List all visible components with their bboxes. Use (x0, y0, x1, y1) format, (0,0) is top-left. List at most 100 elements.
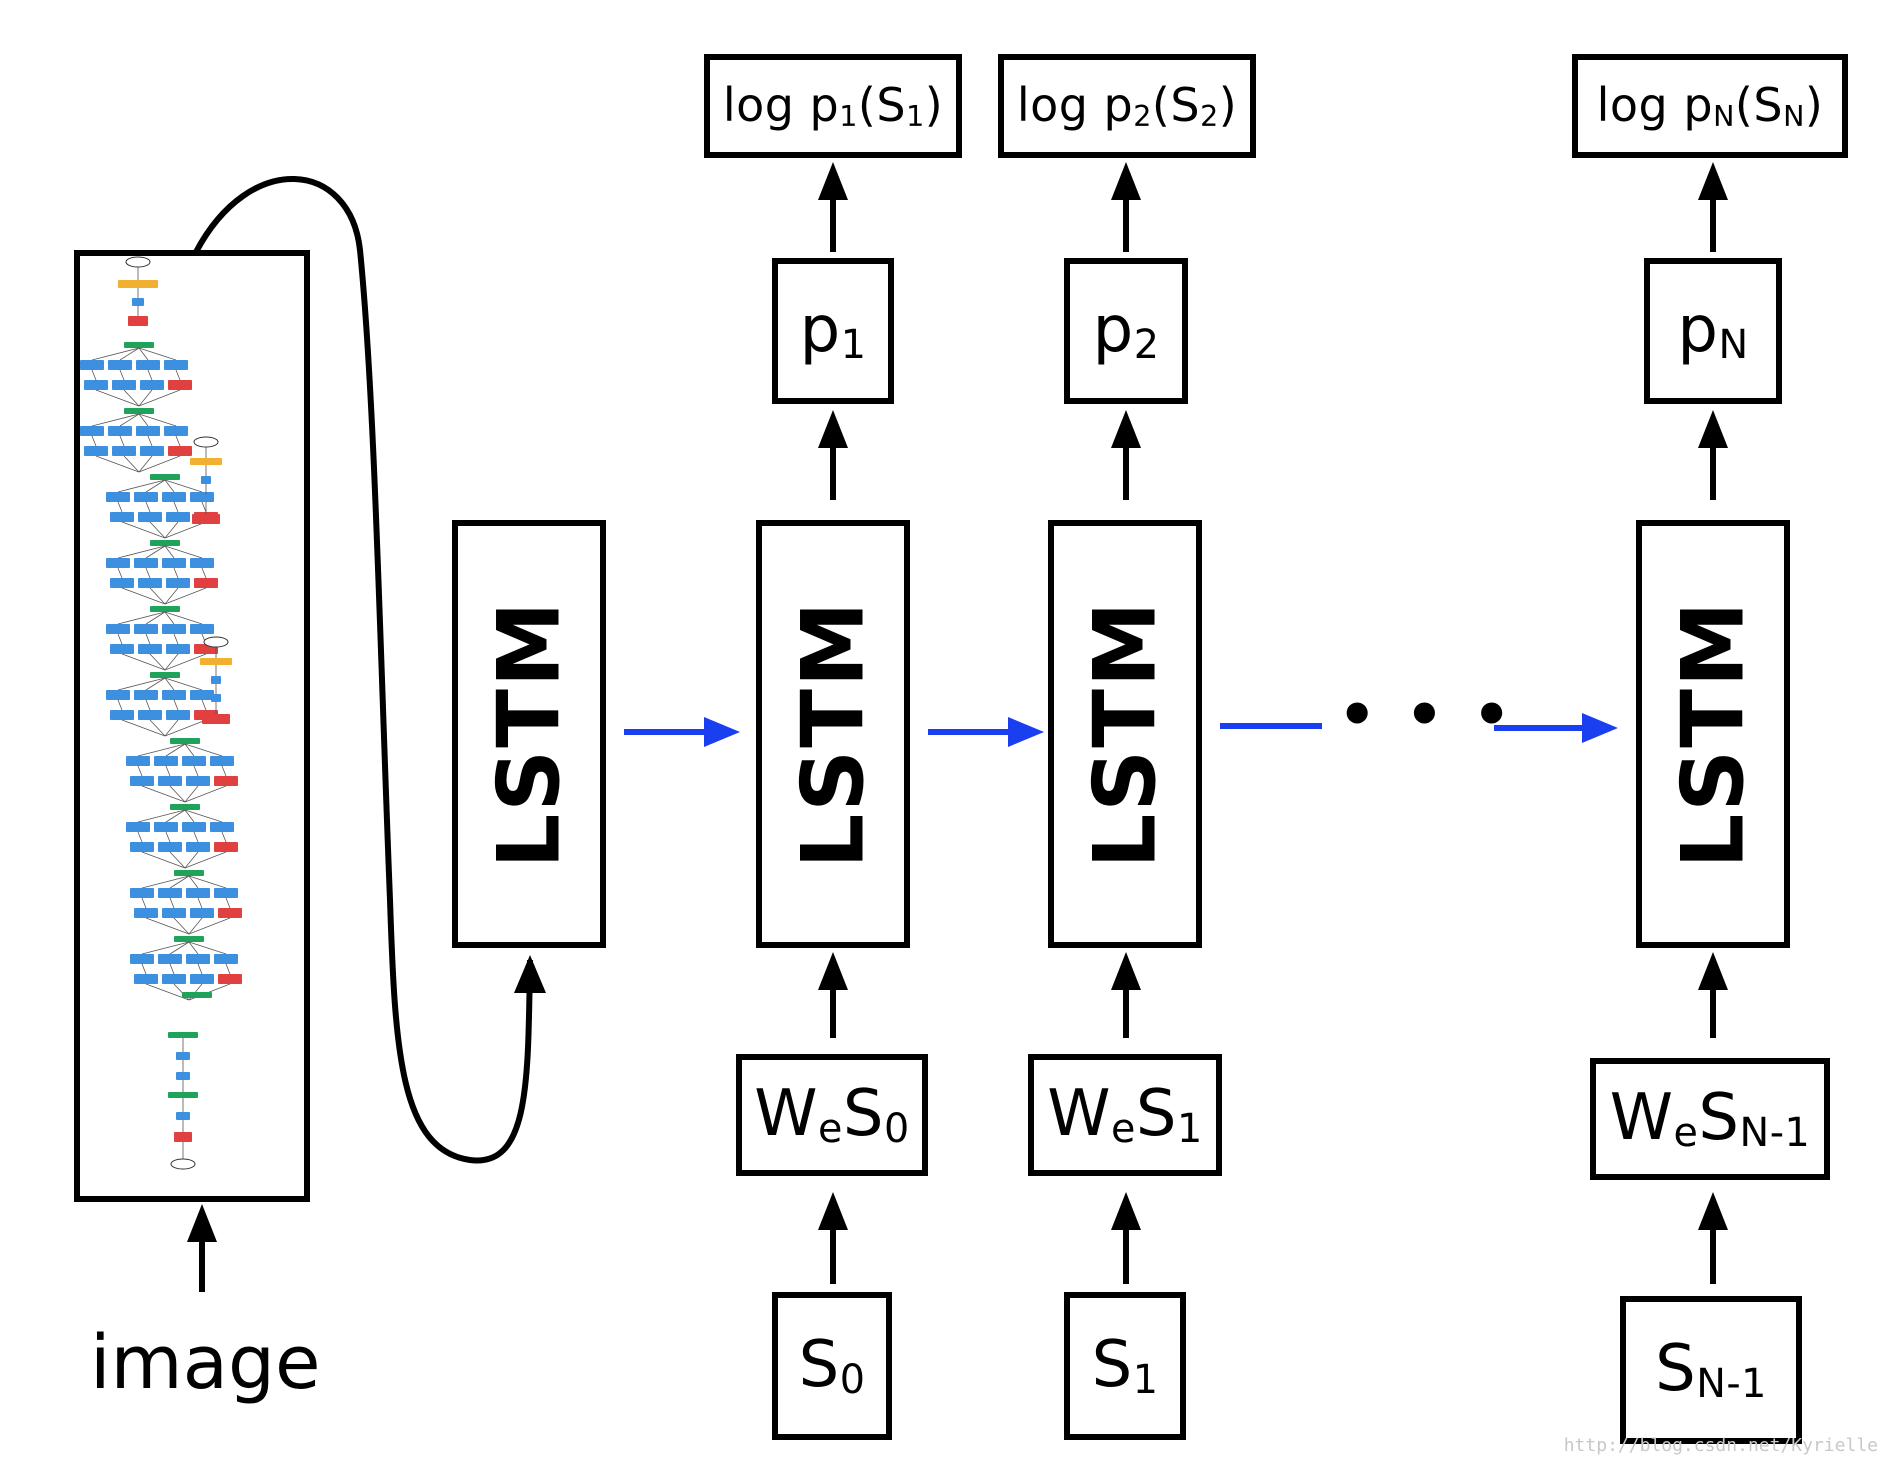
mini-edge (138, 413, 177, 427)
mini-edge (164, 587, 207, 605)
mini-edge (145, 983, 190, 1001)
mini-edge (164, 653, 207, 671)
mini-edge (149, 719, 166, 737)
image-curve-arrowhead (514, 955, 546, 993)
mini-edge (184, 809, 223, 823)
mini-edge (149, 653, 166, 671)
arrow-p-to-log-2-head (1698, 162, 1728, 200)
mini-edge (175, 369, 181, 381)
mini-edge (119, 413, 140, 427)
mini-conv (110, 644, 134, 654)
mini-edge (165, 831, 171, 843)
mini-concat (150, 672, 180, 678)
mini-edge (184, 785, 227, 803)
mini-edge (164, 677, 203, 691)
mini-conv (106, 690, 130, 700)
mini-conv (106, 624, 130, 634)
arrow-p-to-log-0-head (818, 162, 848, 200)
mini-edge (169, 875, 190, 889)
mini-block (211, 676, 221, 684)
mini-edge (184, 743, 223, 757)
mini-edge (137, 831, 143, 843)
mini-edge (145, 699, 151, 711)
mini-conv (108, 426, 132, 436)
mini-conv (84, 446, 108, 456)
mini-output-node (170, 1158, 196, 1170)
mini-conv (134, 558, 158, 568)
log-prob-box-2: log p2(S2) (998, 54, 1256, 158)
mini-edge (145, 501, 151, 513)
mini-block (176, 1052, 190, 1060)
mini-block (128, 316, 148, 326)
mini-edge (141, 851, 186, 869)
mini-conv (186, 842, 210, 852)
mini-edge (141, 941, 190, 955)
log-prob-box-1: log p1(S1) (704, 54, 962, 158)
mini-edge (164, 587, 179, 605)
mini-edge (164, 611, 203, 625)
mini-edge (123, 455, 140, 473)
mini-edge (164, 545, 175, 559)
mini-edge (145, 677, 166, 691)
image-cnn-box (74, 250, 310, 1202)
log-prob-box-n: log pN(SN) (1572, 54, 1848, 158)
mini-edge (165, 765, 171, 777)
mini-edge (169, 941, 190, 955)
mini-conv (138, 578, 162, 588)
mini-edge (164, 719, 179, 737)
lstm-label: LSTM (479, 599, 580, 869)
mini-edge (193, 831, 199, 843)
mini-conv (214, 776, 238, 786)
mini-conv (162, 492, 186, 502)
mini-edge (173, 633, 179, 645)
lstm-label: LSTM (783, 599, 884, 869)
mini-edge (164, 611, 175, 625)
mini-edge (119, 435, 125, 447)
mini-conv (110, 512, 134, 522)
mini-edge (184, 851, 227, 869)
mini-conv (168, 446, 192, 456)
mini-conv (112, 380, 136, 390)
lstm-label: LSTM (1663, 599, 1764, 869)
mini-concat (150, 540, 180, 546)
mini-edge (149, 521, 166, 539)
arrow-word-to-embed-1-head (1111, 1192, 1141, 1230)
embedding-box-2: WeS1 (1028, 1054, 1222, 1176)
mini-conv (126, 756, 150, 766)
mini-edge (141, 963, 147, 975)
mini-edge (119, 369, 125, 381)
mini-edge (175, 435, 181, 447)
mini-edge (117, 611, 166, 625)
arrow-embed-to-lstm-0-head (818, 952, 848, 990)
mini-edge (164, 653, 179, 671)
mini-edge (123, 389, 140, 407)
mini-edge (117, 545, 166, 559)
mini-block (201, 494, 211, 502)
mini-conv (166, 512, 190, 522)
mini-conv (214, 842, 238, 852)
mini-concat (170, 804, 200, 810)
mini-edge (121, 719, 166, 737)
mini-edge (188, 941, 199, 955)
mini-concat (170, 738, 200, 744)
mini-conv (134, 974, 158, 984)
mini-edge (201, 699, 207, 711)
mini-conv (214, 888, 238, 898)
word-box-1: S0 (772, 1292, 892, 1440)
mini-conv (162, 558, 186, 568)
mini-conv (210, 756, 234, 766)
mini-edge (137, 765, 143, 777)
mini-edge (188, 875, 227, 889)
watermark: http://blog.csdn.net/Kyrielle (1563, 1435, 1878, 1456)
lstm-initial: LSTM (452, 520, 606, 948)
ellipsis: • • • (1338, 680, 1515, 750)
mini-edge (173, 699, 179, 711)
mini-edge (121, 587, 166, 605)
mini-edge (164, 479, 175, 493)
mini-conv (134, 492, 158, 502)
mini-edge (164, 545, 203, 559)
mini-edge (225, 897, 231, 909)
mini-block (192, 514, 220, 524)
mini-edge (188, 917, 203, 935)
mini-block (132, 298, 144, 306)
